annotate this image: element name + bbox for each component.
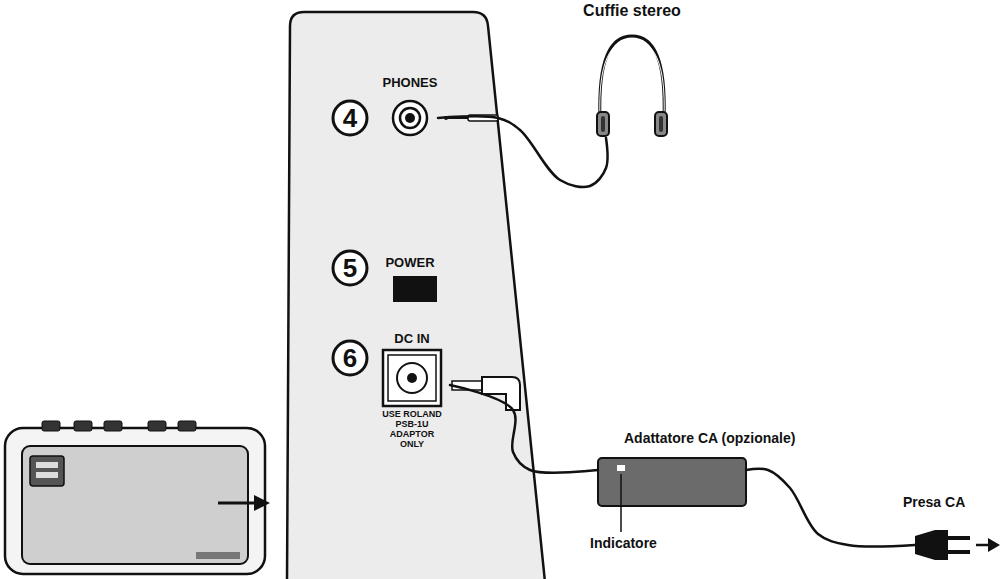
power-switch-node: POWER: [380, 254, 440, 304]
phones-jack: [393, 101, 427, 135]
dc-jack: [383, 350, 441, 406]
leader-line: [620, 474, 622, 532]
callout-number: 4: [332, 100, 368, 136]
part-name: Cuffie stereo: [568, 2, 696, 20]
part-name: Presa CA: [903, 495, 965, 510]
callout-number: 5: [332, 250, 368, 286]
part-name: DC IN: [370, 332, 454, 346]
part-name: PHONES: [376, 76, 444, 90]
ac-adapter: [598, 458, 746, 532]
amplifier: [5, 421, 265, 574]
headphones: [597, 36, 667, 136]
adapter-dc-cable: [450, 385, 598, 473]
side-panel: [287, 12, 545, 579]
mains-cable: [746, 469, 915, 546]
dc-in-node: DC INUSE ROLAND PSB-1U ADAPTOR ONLY: [374, 330, 450, 454]
part-name: Adattatore CA (opzionale): [624, 431, 795, 446]
phones-jack-node: PHONES: [382, 74, 438, 138]
power-switch: [393, 276, 437, 302]
headphone-cable: [438, 116, 607, 187]
note-text: USE ROLAND PSB-1U ADAPTOR ONLY: [379, 410, 445, 450]
wall-plug: [915, 530, 1000, 560]
part-label: Indicatore: [590, 535, 710, 552]
part-name: POWER: [374, 256, 446, 270]
wall-plug-node: Presa CA: [915, 528, 975, 562]
insert-arrow: [218, 495, 270, 511]
callout-number: 6: [332, 340, 368, 376]
callout-circle: [333, 101, 367, 375]
adapter-node: Adattatore CA (opzionale): [598, 458, 746, 506]
headphones-node: Cuffie stereo: [588, 28, 676, 138]
